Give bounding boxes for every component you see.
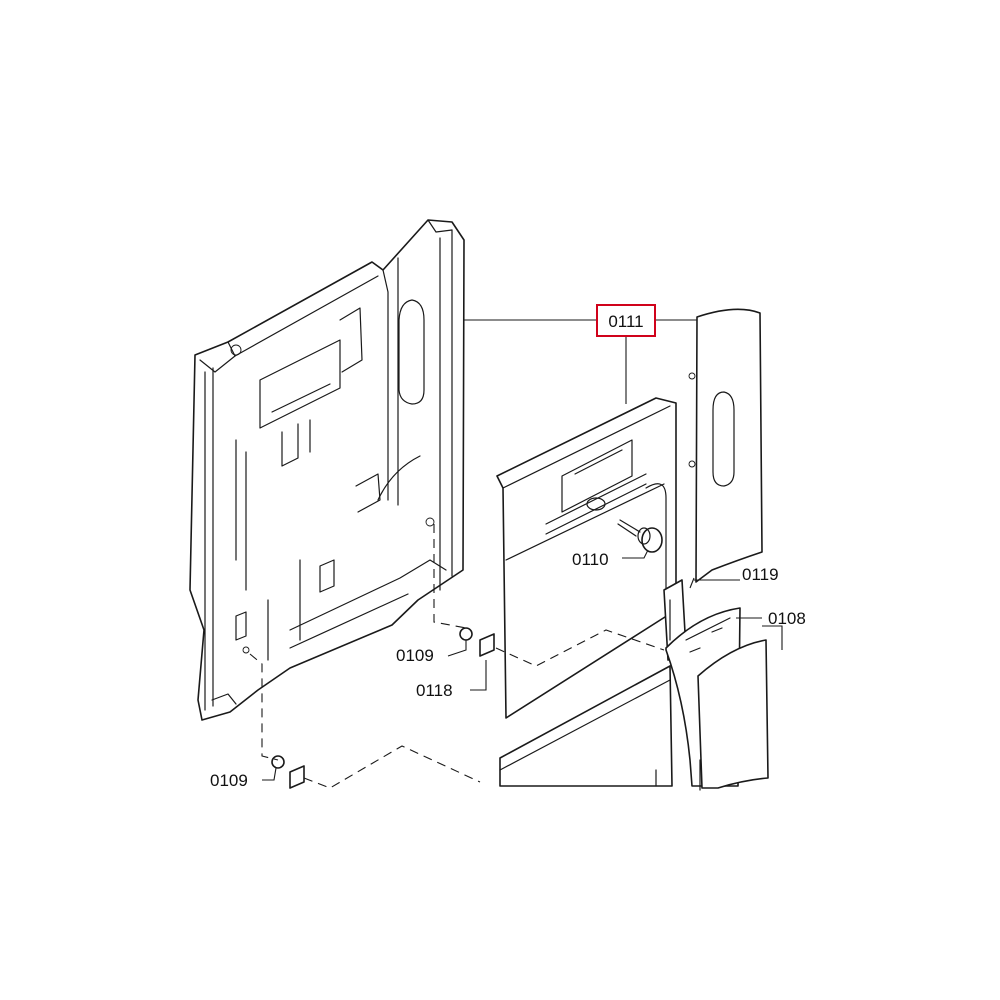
leader-lines — [262, 319, 783, 781]
label-0110: 0110 — [572, 550, 609, 569]
inner-panel — [665, 607, 769, 791]
spacer-part-lower — [271, 755, 285, 769]
pad-part-upper — [479, 633, 495, 657]
spacer-part-upper — [459, 627, 473, 641]
label-0111: 0111 — [608, 312, 643, 331]
base-part — [499, 665, 673, 787]
front-door-panel — [496, 397, 677, 719]
label-0109-lower: 0109 — [210, 771, 248, 790]
assembly-lines — [249, 524, 665, 789]
label-0108: 0108 — [768, 609, 806, 628]
label-0109-upper: 0109 — [396, 646, 434, 665]
label-0118: 0118 — [416, 681, 453, 700]
label-0119: 0119 — [742, 565, 779, 584]
right-side-cover — [688, 308, 763, 583]
pad-part-lower — [289, 765, 305, 789]
highlight-box — [596, 304, 656, 337]
knob-part — [617, 519, 663, 553]
left-side-panel — [189, 219, 465, 721]
